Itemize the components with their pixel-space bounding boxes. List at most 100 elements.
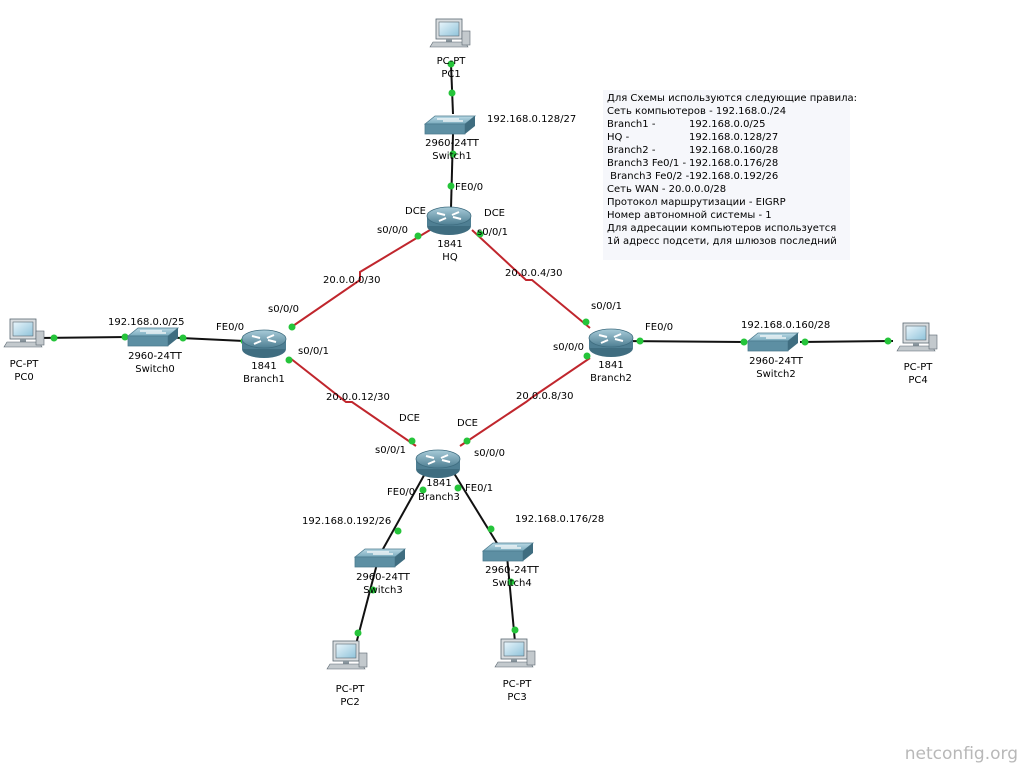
rule-line: Сеть компьютеров - 192.168.0./24	[607, 105, 846, 118]
device-name: PC4	[908, 375, 927, 386]
port-dot	[511, 626, 519, 634]
link-branch3-switch3	[377, 469, 428, 559]
switch-icon	[482, 542, 534, 562]
dce-label: DCE	[405, 206, 426, 217]
port-label: FE0/0	[645, 322, 673, 333]
rule-key: Для адресации компьютеров используется	[607, 223, 837, 234]
serial-branch1-branch3	[289, 357, 417, 447]
pc-icon	[3, 318, 45, 348]
branch1-router[interactable]: 1841 Branch1	[241, 329, 287, 385]
rule-key: HQ -	[607, 132, 630, 143]
link-switch1-hq	[450, 133, 454, 209]
rule-value: 192.168.0.128/27	[689, 132, 779, 143]
pc0-device[interactable]: PC-PT PC0	[3, 318, 45, 383]
port-dot	[476, 230, 484, 238]
device-model: 1841	[437, 239, 462, 250]
port-dot	[354, 629, 362, 637]
port-dot	[740, 338, 748, 346]
port-label: FE0/0	[216, 322, 244, 333]
port-label: FE0/0	[455, 182, 483, 193]
rule-line: Branch3 Fe0/1 -192.168.0.176/28	[607, 157, 846, 170]
rule-line: Сеть WAN - 20.0.0.0/28	[607, 183, 846, 196]
pc-icon	[494, 638, 536, 668]
port-label: s0/0/0	[268, 304, 299, 315]
pc2-device[interactable]: PC-PT PC2	[326, 640, 368, 708]
port-dot	[179, 334, 187, 342]
pc3-device[interactable]: PC-PT PC3	[494, 638, 536, 703]
link-switch2-pc4	[799, 340, 894, 343]
port-dot	[285, 356, 293, 364]
dce-label: DCE	[399, 413, 420, 424]
device-name: Branch1	[243, 374, 285, 385]
hq-router[interactable]: 1841 HQ	[426, 206, 472, 263]
port-dot	[884, 337, 892, 345]
port-label: FE0/0	[387, 487, 415, 498]
subnet-label-branch2: 192.168.0.160/28	[741, 320, 830, 331]
device-name: PC3	[507, 692, 526, 703]
rule-key: Branch3 Fe0/2 -	[607, 171, 690, 182]
port-indicators	[50, 60, 892, 637]
link-pc1-switch1	[450, 63, 454, 115]
switch0-device[interactable]: 2960-24TT Switch0	[127, 327, 183, 375]
device-model: 2960-24TT	[749, 356, 804, 367]
subnet-label-hq: 192.168.0.128/27	[487, 114, 576, 125]
device-name: PC1	[441, 69, 460, 80]
device-name: Switch1	[432, 151, 471, 162]
switch-icon	[354, 548, 406, 568]
port-dot	[463, 437, 471, 445]
dce-label: DCE	[457, 418, 478, 429]
switch-icon	[127, 327, 179, 347]
rule-value: 192.168.0.192/26	[689, 171, 779, 182]
rule-key: Сеть WAN - 20.0.0.0/28	[607, 184, 727, 195]
device-model: PC-PT	[503, 679, 533, 690]
rule-line: Branch2 - 192.168.0.160/28	[607, 144, 846, 157]
port-dot	[447, 182, 455, 190]
rule-key: Протокол маршрутизации - EIGRP	[607, 197, 786, 208]
rule-line: Branch1 -192.168.0.0/25	[607, 118, 846, 131]
device-model: 2960-24TT	[485, 565, 540, 576]
device-model: PC-PT	[10, 359, 40, 370]
rule-key: Branch2 -	[607, 145, 656, 156]
switch1-device[interactable]: 2960-24TT Switch1	[424, 115, 480, 162]
switch2-device[interactable]: 2960-24TT Switch2	[747, 332, 804, 380]
port-dot	[394, 527, 402, 535]
rule-value: 192.168.0.0/25	[689, 119, 766, 130]
rule-line: Branch3 Fe0/2 -192.168.0.192/26	[607, 170, 846, 183]
device-model: PC-PT	[904, 362, 934, 373]
port-label: s0/0/0	[553, 342, 584, 353]
port-label: s0/0/1	[298, 346, 329, 357]
branch3-router[interactable]: 1841 Branch3	[415, 449, 461, 503]
pc4-device[interactable]: PC-PT PC4	[896, 322, 938, 386]
port-dot	[447, 60, 455, 68]
rule-key: Номер автономной системы - 1	[607, 210, 772, 221]
router-icon	[241, 329, 287, 359]
port-label: FE0/1	[465, 483, 493, 494]
device-name: Branch3	[418, 492, 460, 503]
device-name: PC2	[340, 697, 359, 708]
pc-icon	[326, 640, 368, 670]
device-model: 2960-24TT	[356, 572, 411, 583]
switch3-device[interactable]: 2960-24TT Switch3	[354, 548, 411, 596]
router-icon	[426, 206, 472, 236]
port-dot	[408, 437, 416, 445]
port-dot	[487, 525, 495, 533]
device-model: PC-PT	[336, 684, 366, 695]
pc1-device[interactable]: PC-PT PC1	[429, 18, 471, 80]
device-model: 1841	[426, 478, 451, 489]
router-icon	[415, 449, 461, 479]
port-label: s0/0/1	[477, 227, 508, 238]
rule-value: 192.168.0.160/28	[689, 145, 779, 156]
rules-title: Для Схемы используются следующие правила…	[607, 93, 858, 104]
branch2-router[interactable]: 1841 Branch2	[588, 328, 634, 384]
device-model: PC-PT	[437, 56, 467, 67]
port-dot	[801, 338, 809, 346]
switch4-device[interactable]: 2960-24TT Switch4	[482, 542, 540, 589]
port-dot	[454, 484, 462, 492]
subnet-label-branch3-fe00: 192.168.0.192/26	[302, 516, 391, 527]
device-model: 2960-24TT	[425, 138, 480, 149]
dce-label: DCE	[484, 208, 505, 219]
device-model: 1841	[598, 360, 623, 371]
serial-links	[289, 229, 591, 447]
port-dot	[419, 486, 427, 494]
pc-icon	[429, 18, 471, 48]
